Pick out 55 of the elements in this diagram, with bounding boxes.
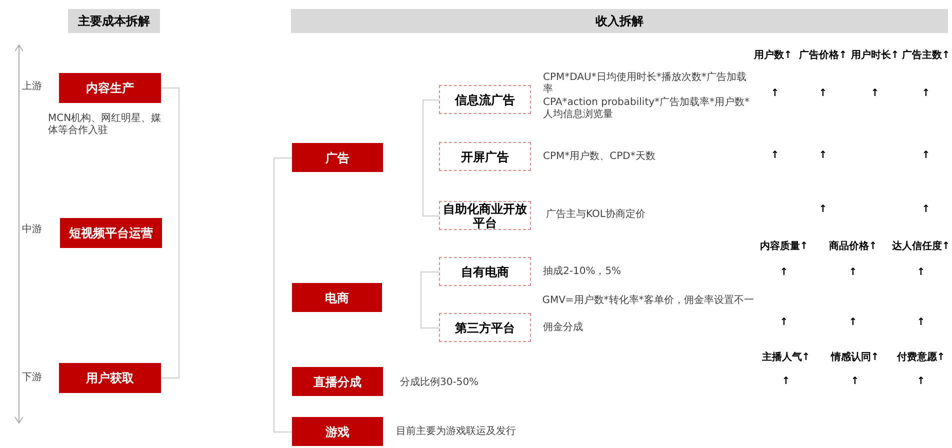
up-arrow-sign: ↑ xyxy=(818,88,828,100)
factor-label: 内容质量↑ xyxy=(760,241,808,253)
factor-label: 广告价格↑ xyxy=(798,50,848,62)
formula-text: GMV=用户数*转化率*客单价，佣金率设置不一 xyxy=(542,295,754,307)
stage-box: 用户获取 xyxy=(59,363,161,393)
up-arrow-sign: ↑ xyxy=(922,204,930,216)
note-text: 广告主与KOL协商定价 xyxy=(546,209,646,221)
stage-box: 短视频平台运营 xyxy=(60,218,162,248)
factor-label: 用户数↑ xyxy=(754,50,792,62)
up-arrow-sign: ↑ xyxy=(770,88,780,100)
category-box: 电商 xyxy=(292,283,382,312)
up-arrow-sign: ↑ xyxy=(870,88,880,100)
subcategory-box: 开屏广告 xyxy=(439,142,531,171)
category-box: 直播分成 xyxy=(292,367,383,396)
up-arrow-sign: ↑ xyxy=(922,88,930,100)
up-arrow-sign: ↑ xyxy=(848,267,858,279)
formula-text: CPM*DAU*日均使用时长*播放次数*广告加载率 xyxy=(543,72,748,96)
note-text: MCN机构、网红明星、媒体等合作入驻 xyxy=(48,113,162,137)
subcategory-box: 第三方平台 xyxy=(439,313,531,342)
up-arrow-sign: ↑ xyxy=(770,150,780,162)
subcategory-box: 自助化商业开放平台 xyxy=(439,201,531,230)
factor-label: 付费意愿↑ xyxy=(896,352,946,364)
stage-box: 内容生产 xyxy=(59,73,161,103)
stage-label: 中游 xyxy=(22,224,43,236)
category-box: 游戏 xyxy=(292,417,383,446)
factor-label: 达人信任度↑ xyxy=(892,241,950,253)
up-arrow-sign: ↑ xyxy=(818,204,828,216)
formula-text: CPM*用户数、CPD*天数 xyxy=(543,151,656,163)
factor-label: 主播人气↑ xyxy=(762,352,810,364)
factor-label: 商品价格↑ xyxy=(828,241,878,253)
up-arrow-sign: ↑ xyxy=(780,317,788,329)
up-arrow-sign: ↑ xyxy=(916,376,926,388)
header-band: 主要成本拆解 xyxy=(68,9,160,33)
up-arrow-sign: ↑ xyxy=(780,267,788,279)
factor-label: 情感认同↑ xyxy=(830,352,880,364)
up-arrow-sign: ↑ xyxy=(782,376,790,388)
up-arrow-sign: ↑ xyxy=(916,267,926,279)
header-band: 收入拆解 xyxy=(291,9,948,33)
subcategory-box: 信息流广告 xyxy=(439,85,531,114)
category-box: 广告 xyxy=(292,143,383,172)
up-arrow-sign: ↑ xyxy=(818,150,828,162)
note-text: 抽成2-10%，5% xyxy=(543,266,622,278)
up-arrow-sign: ↑ xyxy=(848,317,858,329)
factor-label: 广告主数↑ xyxy=(902,50,950,62)
subcategory-box: 自有电商 xyxy=(439,257,531,286)
factor-label: 用户时长↑ xyxy=(850,50,900,62)
up-arrow-sign: ↑ xyxy=(850,376,860,388)
note-text: 分成比例30-50% xyxy=(400,377,480,389)
formula-text: CPA*action probability*广告加载率*用户数*人均信息浏览量 xyxy=(543,97,751,121)
stage-label: 上游 xyxy=(22,81,43,93)
note-text: 目前主要为游戏联运及发行 xyxy=(396,426,517,438)
note-text: 佣金分成 xyxy=(543,322,584,334)
up-arrow-sign: ↑ xyxy=(922,150,930,162)
up-arrow-sign: ↑ xyxy=(916,317,926,329)
stage-label: 下游 xyxy=(22,372,43,384)
